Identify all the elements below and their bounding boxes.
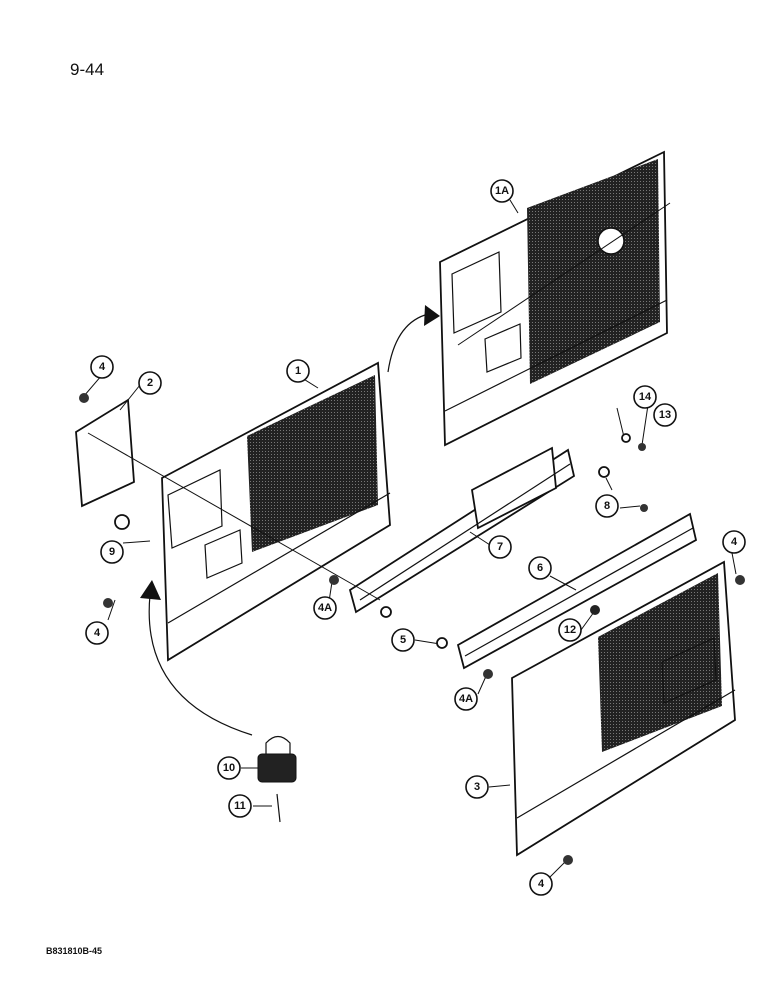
- callout-9: 9: [100, 540, 124, 564]
- svg-text:1: 1: [295, 365, 301, 377]
- callout-13: 13: [653, 403, 677, 427]
- callout-11: 11: [228, 794, 252, 818]
- callout-12: 12: [558, 618, 582, 642]
- callout-1: 1: [286, 359, 310, 383]
- svg-text:3: 3: [474, 781, 480, 793]
- svg-text:1A: 1A: [495, 185, 509, 197]
- panel-1: [161, 361, 391, 662]
- arrow-to-1a: [387, 314, 426, 373]
- figure-code: B831810B-45: [46, 946, 103, 956]
- svg-text:4A: 4A: [318, 602, 332, 614]
- leader-lines: [83, 199, 737, 879]
- callout-6: 6: [528, 556, 552, 580]
- rail-6: [456, 512, 698, 670]
- callout-3: 3: [465, 775, 489, 799]
- svg-text:4A: 4A: [459, 693, 473, 705]
- cover-plate-2: [75, 398, 135, 508]
- svg-text:8: 8: [604, 500, 610, 512]
- callout-4: 4: [90, 355, 114, 379]
- callout-7: 7: [488, 535, 512, 559]
- hardware: [79, 393, 745, 865]
- callout-5: 5: [391, 628, 415, 652]
- svg-text:5: 5: [400, 634, 406, 646]
- callout-4a: 4A: [313, 596, 337, 620]
- callout-1a: 1A: [490, 179, 514, 203]
- svg-text:4: 4: [94, 627, 101, 639]
- rail-7: [348, 446, 576, 614]
- svg-text:4: 4: [731, 536, 738, 548]
- panel-1a: [439, 150, 671, 447]
- svg-text:14: 14: [639, 391, 652, 403]
- arrowhead-lock: [140, 580, 161, 600]
- arrowhead-1a: [424, 305, 440, 326]
- pin-11: [276, 793, 281, 823]
- arrow-to-lock: [148, 594, 253, 736]
- svg-text:10: 10: [223, 762, 235, 774]
- svg-text:12: 12: [564, 624, 576, 636]
- svg-text:4: 4: [538, 878, 545, 890]
- callout-4: 4: [85, 621, 109, 645]
- svg-text:6: 6: [537, 562, 543, 574]
- svg-text:4: 4: [99, 361, 106, 373]
- callout-2: 2: [138, 371, 162, 395]
- panel-3: [511, 560, 736, 857]
- callout-4: 4: [722, 530, 746, 554]
- page-number: 9-44: [70, 60, 105, 79]
- svg-text:11: 11: [234, 800, 246, 812]
- padlock-10: [257, 735, 297, 783]
- callout-14: 14: [633, 385, 657, 409]
- callout-4: 4: [529, 872, 553, 896]
- callout-10: 10: [217, 756, 241, 780]
- svg-text:9: 9: [109, 546, 115, 558]
- callout-8: 8: [595, 494, 619, 518]
- svg-text:2: 2: [147, 377, 153, 389]
- svg-text:7: 7: [497, 541, 503, 553]
- callout-4a: 4A: [454, 687, 478, 711]
- svg-text:13: 13: [659, 409, 671, 421]
